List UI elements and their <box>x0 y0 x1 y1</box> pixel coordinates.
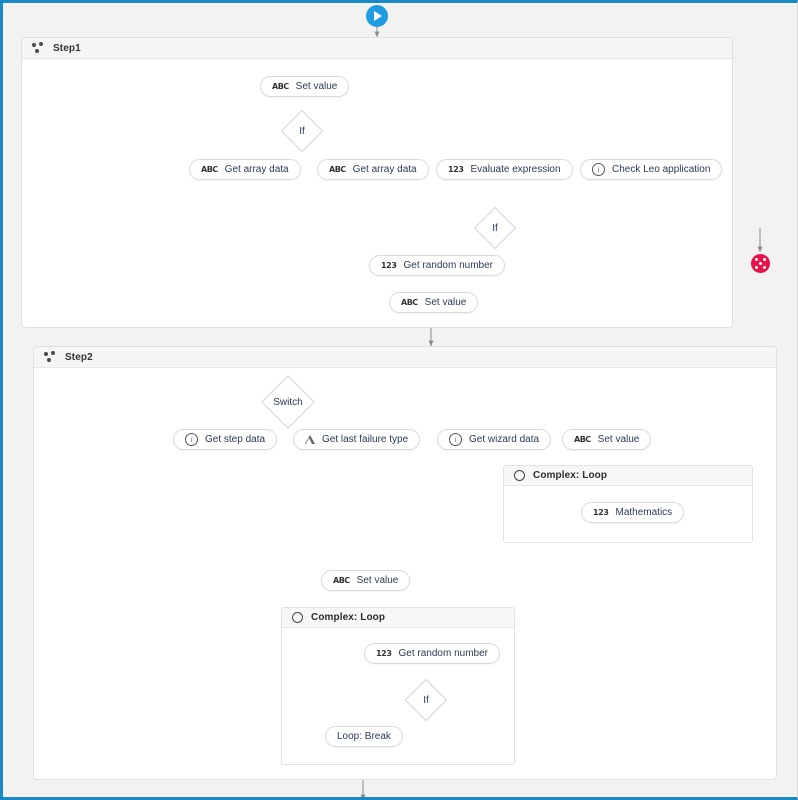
group-step1-header[interactable]: Step1 <box>22 38 732 59</box>
node-get-wizard-data[interactable]: i Get wizard data <box>437 429 552 450</box>
group-step1-title: Step1 <box>53 42 81 54</box>
subgroup-loop-a-header[interactable]: Complex: Loop <box>504 466 752 486</box>
info-icon: i <box>185 433 198 446</box>
stop-dot-blank <box>759 258 762 261</box>
node-label: Get random number <box>403 259 494 271</box>
node-set-value-2[interactable]: ABC Set value <box>389 292 479 313</box>
decision-switch[interactable]: Switch <box>261 375 315 429</box>
node-set-value-1[interactable]: ABC Set value <box>260 76 350 97</box>
abc-icon: ABC <box>329 165 346 174</box>
decision-if-1[interactable]: If <box>280 109 324 153</box>
node-label: Loop: Break <box>337 730 391 742</box>
node-get-last-failure-type[interactable]: Get last failure type <box>293 429 421 450</box>
subgroup-loop-a-title: Complex: Loop <box>533 470 608 481</box>
decision-label: If <box>492 222 498 234</box>
node-label: Get random number <box>398 647 489 659</box>
stop-dot-blank <box>763 262 766 265</box>
dots-icon <box>44 351 57 363</box>
node-label: Get wizard data <box>469 433 540 445</box>
info-icon: i <box>449 433 462 446</box>
node-label: Set value <box>597 433 640 445</box>
node-get-random-number-2[interactable]: 123 Get random number <box>364 643 500 664</box>
play-icon <box>374 11 382 21</box>
node-label: Evaluate expression <box>470 163 561 175</box>
subgroup-loop-b-header[interactable]: Complex: Loop <box>282 608 514 628</box>
node-label: Set value <box>295 80 338 92</box>
decision-label: If <box>423 694 429 706</box>
node-label: Set value <box>356 574 399 586</box>
num-icon: 123 <box>448 165 464 174</box>
node-label: Get step data <box>205 433 266 445</box>
node-set-value-3[interactable]: ABC Set value <box>562 429 652 450</box>
group-step2-title: Step2 <box>65 351 93 363</box>
node-label: Get array data <box>224 163 289 175</box>
abc-icon: ABC <box>201 165 218 174</box>
stop-dot <box>763 266 767 270</box>
node-get-array-data-1[interactable]: ABC Get array data <box>189 159 301 180</box>
abc-icon: ABC <box>401 298 418 307</box>
stop-dot <box>758 261 763 266</box>
dots-icon <box>32 42 45 54</box>
info-icon: i <box>592 163 605 176</box>
stop-dot-blank <box>759 266 762 269</box>
subgroup-loop-b-title: Complex: Loop <box>311 612 386 623</box>
node-get-step-data[interactable]: i Get step data <box>173 429 278 450</box>
stop-dot-blank <box>755 262 758 265</box>
subgroup-complex-loop-a[interactable]: Complex: Loop <box>503 465 753 543</box>
node-label: Mathematics <box>615 506 673 518</box>
node-get-array-data-2[interactable]: ABC Get array data <box>317 159 429 180</box>
warning-icon <box>304 435 315 445</box>
abc-icon: ABC <box>574 435 591 444</box>
start-node[interactable] <box>366 5 388 27</box>
decision-label: Switch <box>273 396 303 408</box>
loop-circle-icon <box>292 612 303 623</box>
group-step1[interactable]: Step1 <box>21 37 733 328</box>
node-loop-break[interactable]: Loop: Break <box>325 726 403 747</box>
node-label: Check Leo application <box>612 163 711 175</box>
node-evaluate-expression[interactable]: 123 Evaluate expression <box>436 159 573 180</box>
abc-icon: ABC <box>333 576 350 585</box>
node-label: Get last failure type <box>322 433 409 445</box>
num-icon: 123 <box>593 508 609 517</box>
decision-if-3[interactable]: If <box>404 678 448 722</box>
node-check-leo-application[interactable]: i Check Leo application <box>580 159 723 180</box>
node-mathematics[interactable]: 123 Mathematics <box>581 502 685 523</box>
stop-dot <box>754 257 758 261</box>
node-get-random-number-1[interactable]: 123 Get random number <box>369 255 505 276</box>
stop-dot <box>763 257 767 261</box>
loop-circle-icon <box>514 470 525 481</box>
decision-if-2[interactable]: If <box>473 206 517 250</box>
node-label: Set value <box>424 296 467 308</box>
node-label: Get array data <box>352 163 417 175</box>
abc-icon: ABC <box>272 82 289 91</box>
node-set-value-4[interactable]: ABC Set value <box>321 570 411 591</box>
num-icon: 123 <box>381 261 397 270</box>
end-node[interactable] <box>751 254 770 273</box>
num-icon: 123 <box>376 649 392 658</box>
stop-dot <box>754 266 758 270</box>
group-step2-header[interactable]: Step2 <box>34 347 776 368</box>
decision-label: If <box>299 125 305 137</box>
